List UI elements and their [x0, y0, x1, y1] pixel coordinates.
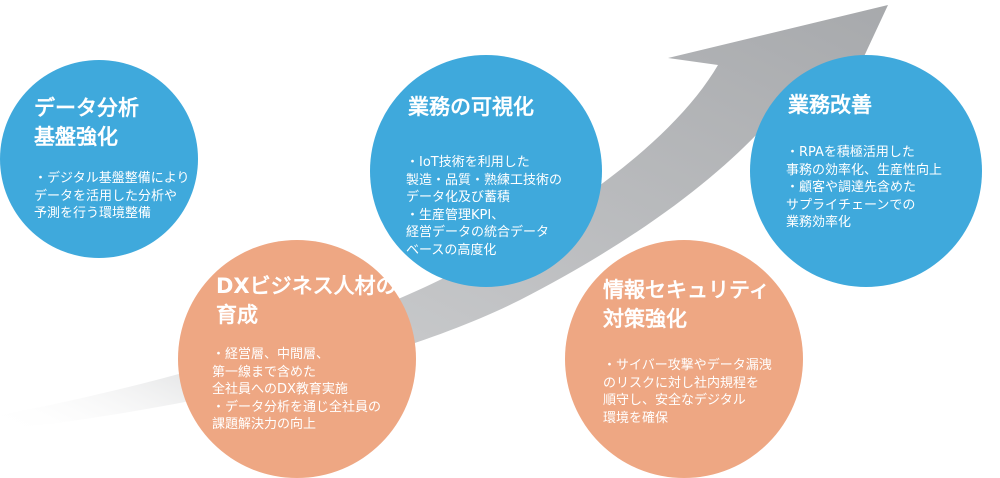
node-bullets: ・IoT技術を利用した 製造・品質・熟練工技術の データ化及び蓄積 ・生産管理K…	[406, 154, 562, 259]
bullet-item: ・経営層、中間層、 第一線まで含めた 全社員へのDX教育実施	[212, 347, 348, 397]
node-bullets: ・サイバー攻撃やデータ漏洩 のリスクに対し社内規程を 順守し、安全なデジタル 環…	[603, 357, 772, 427]
bullet-item: ・生産管理KPI、 経営データの統合データ ベースの高度化	[406, 207, 550, 258]
node-bullets: ・経営層、中間層、 第一線まで含めた 全社員へのDX教育実施 ・データ分析を通じ…	[212, 346, 381, 434]
node-title: 業務の可視化	[408, 95, 534, 119]
node-visualization: 業務の可視化 ・IoT技術を利用した 製造・品質・熟練工技術の データ化及び蓄積…	[370, 55, 602, 287]
bullet-item: ・RPAを積極活用した 事務の効率化、生産性向上	[786, 145, 943, 178]
bullet-item: ・サイバー攻撃やデータ漏洩 のリスクに対し社内規程を 順守し、安全なデジタル 環…	[603, 358, 772, 426]
node-title: データ分析 基盤強化	[34, 96, 139, 149]
node-improvement: 業務改善 ・RPAを積極活用した 事務の効率化、生産性向上 ・顧客や調達先含めた…	[750, 55, 982, 287]
node-dx-talent: DXビジネス人材の 育成 ・経営層、中間層、 第一線まで含めた 全社員へのDX教…	[178, 240, 416, 478]
node-bullets: ・デジタル基盤整備により データを活用した分析や 予測を行う環境整備	[34, 170, 189, 223]
node-title: 情報セキュリティ 対策強化	[603, 278, 770, 331]
node-data-analysis: データ分析 基盤強化 ・デジタル基盤整備により データを活用した分析や 予測を行…	[0, 60, 198, 258]
node-title: 業務改善	[788, 93, 872, 117]
bullet-item: ・IoT技術を利用した 製造・品質・熟練工技術の データ化及び蓄積	[406, 155, 563, 205]
bullet-item: ・データ分析を通じ全社員の 課題解決力の向上	[212, 399, 382, 433]
node-title: DXビジネス人材の 育成	[216, 274, 397, 327]
growth-arrow-body	[0, 5, 888, 430]
node-security: 情報セキュリティ 対策強化 ・サイバー攻撃やデータ漏洩 のリスクに対し社内規程を…	[565, 240, 803, 478]
bullet-item: ・顧客や調達先含めた サプライチェーンでの 業務効率化	[786, 180, 917, 230]
bullet-item: ・デジタル基盤整備により データを活用した分析や 予測を行う環境整備	[34, 171, 190, 221]
node-bullets: ・RPAを積極活用した 事務の効率化、生産性向上 ・顧客や調達先含めた サプライ…	[786, 144, 942, 232]
